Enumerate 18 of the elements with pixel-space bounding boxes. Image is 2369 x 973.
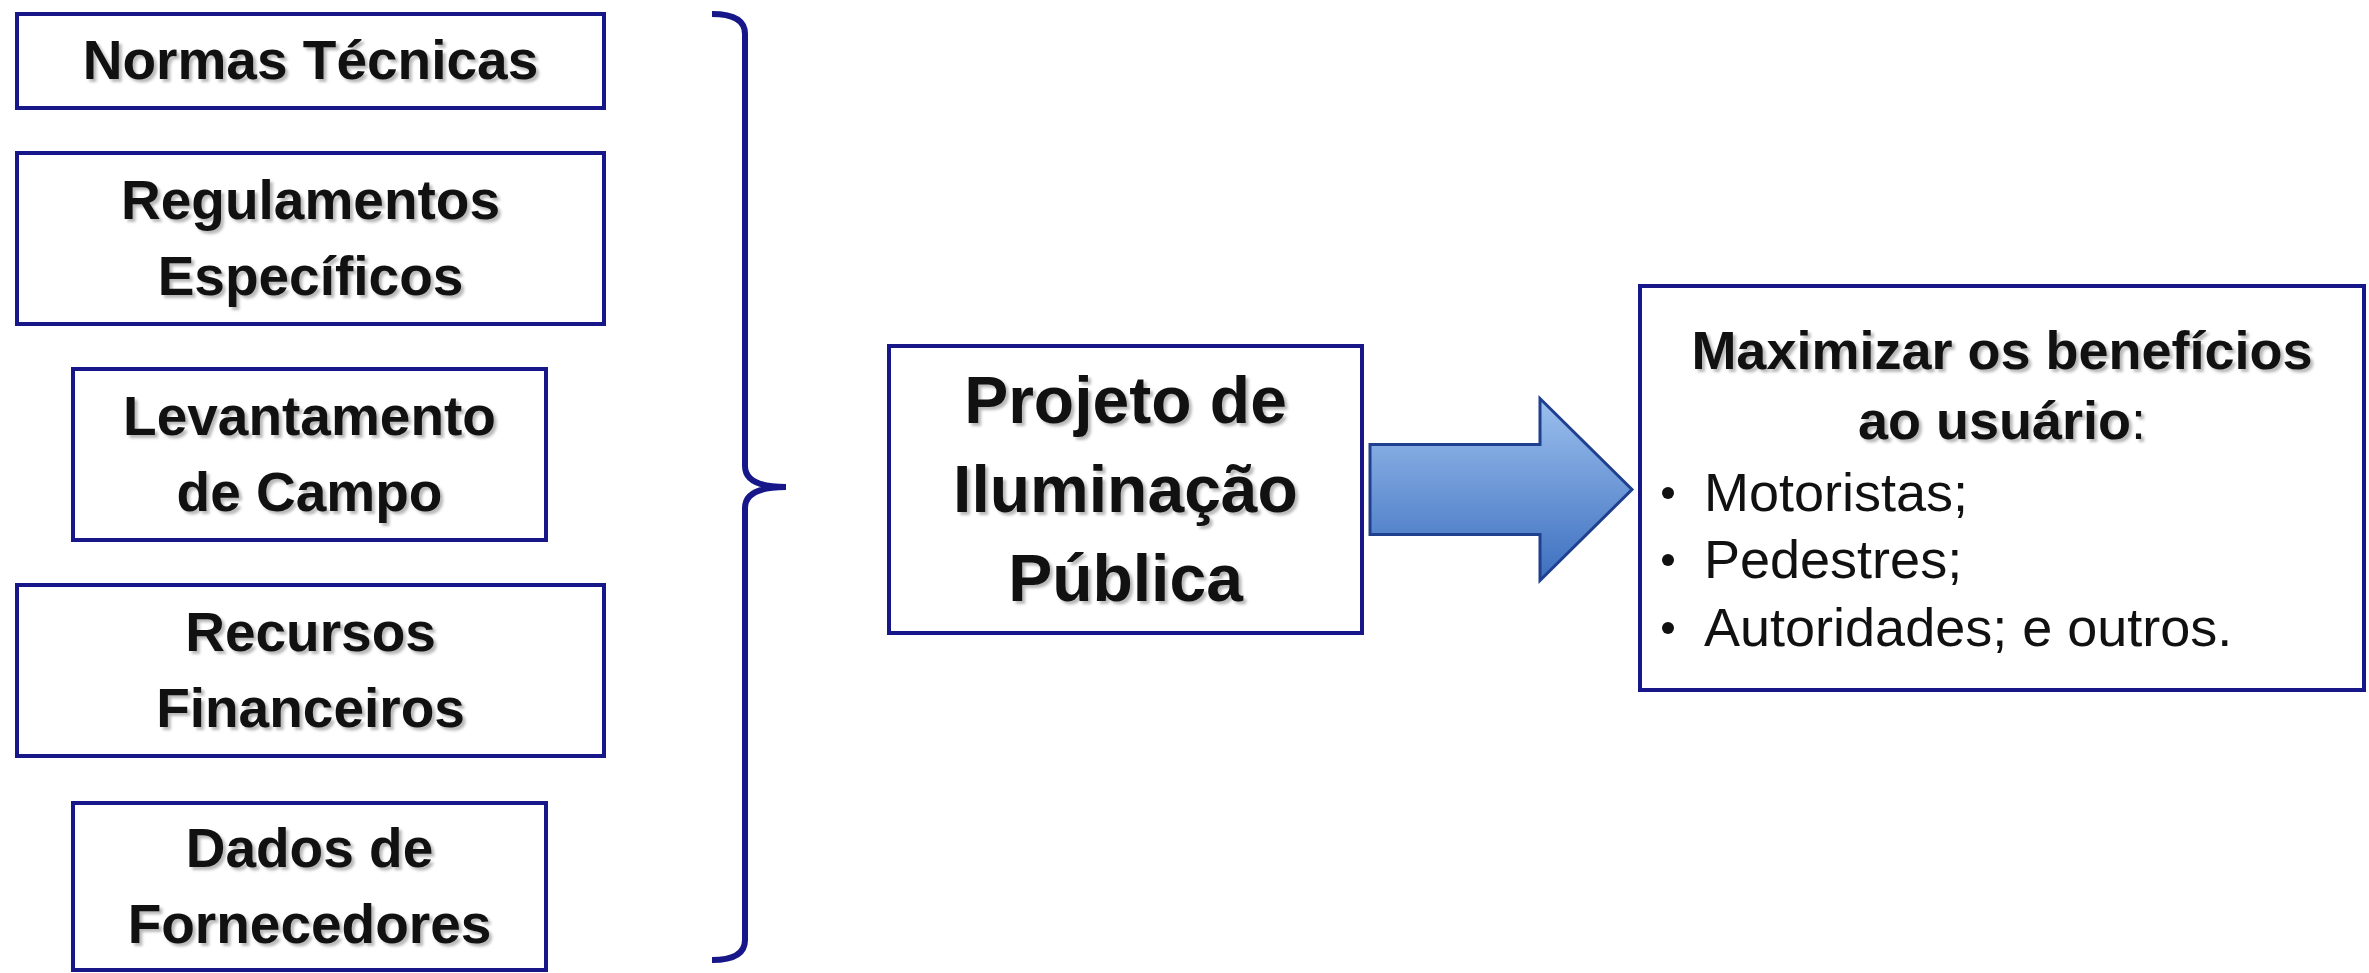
box-label: Dados de Fornecedores	[126, 815, 493, 957]
process-box	[15, 151, 606, 326]
process-box	[71, 367, 548, 542]
bullet-item: Autoridades; e outros.	[1704, 595, 2233, 659]
box-label: Regulamentos Específicos	[120, 167, 501, 309]
process-box	[887, 344, 1364, 635]
box-label: Normas Técnicas	[82, 28, 539, 94]
box-label: Projeto de Iluminação Pública	[952, 361, 1299, 618]
block-arrow	[1368, 394, 1635, 585]
bullet-item: Motoristas;	[1704, 460, 1969, 524]
process-box	[15, 12, 606, 110]
box-heading: Maximizar os benefícios ao usuário:	[1690, 318, 2314, 452]
box-label: Recursos Financeiros	[155, 599, 466, 741]
bullet-item: Pedestres;	[1704, 528, 1963, 592]
result-box	[1638, 284, 2366, 692]
process-box	[15, 583, 606, 758]
box-label: Levantamento de Campo	[122, 383, 497, 525]
process-box	[71, 801, 548, 972]
